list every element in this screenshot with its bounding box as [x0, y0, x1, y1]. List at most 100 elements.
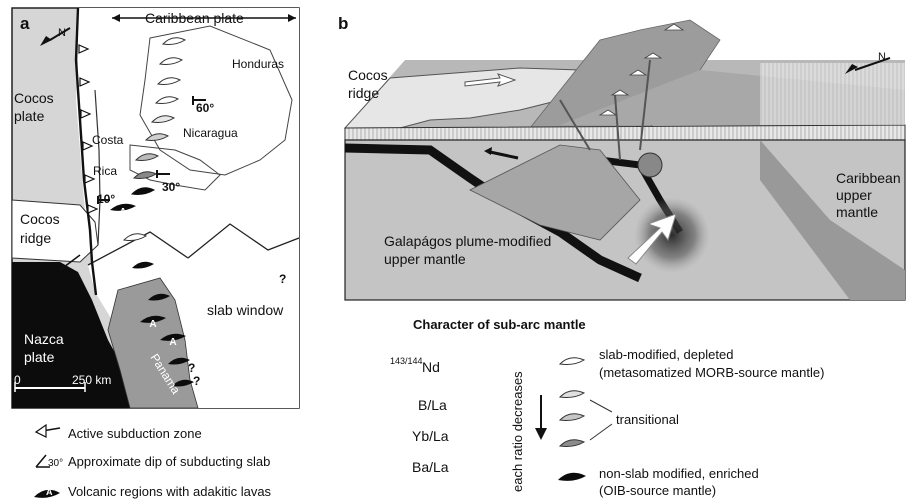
caribbean-wedge	[760, 140, 905, 300]
transitional-bracket	[589, 399, 613, 441]
active-subduction-symbol	[34, 423, 61, 438]
scale-bar	[14, 382, 86, 392]
b-la-label: B/La	[418, 397, 447, 413]
volcano-enriched	[148, 293, 170, 301]
magma-conduits	[559, 59, 651, 161]
panel-a-north-arrow: N	[40, 27, 71, 46]
depleted-label-2: (metasomatized MORB-source mantle)	[599, 365, 824, 380]
volcano-depleted	[161, 37, 187, 45]
panel-a-map: A A A N a Caribbean plate Honduras Nicar…	[11, 7, 300, 409]
mantle-swatches	[558, 357, 586, 481]
enriched-label-2: (OIB-source mantle)	[599, 483, 716, 498]
scale-zero: 0	[14, 373, 21, 387]
margin-line	[94, 89, 101, 246]
dip-60-label: 60°	[196, 101, 214, 115]
slab-window-label: slab window	[207, 302, 284, 318]
caribbean-mantle-3: mantle	[836, 204, 878, 220]
nd-label: Nd	[422, 359, 440, 375]
scale-km: 250 km	[72, 373, 111, 387]
mantle-legend: Character of sub-arc mantle 143/144 Nd B…	[390, 317, 824, 498]
north-label-b: N	[878, 51, 886, 63]
caribbean-mantle-2: upper	[836, 187, 872, 203]
adakite-symbol-legend: A	[34, 487, 60, 498]
question-mark: ?	[279, 272, 286, 286]
volcano-adakitic	[140, 315, 166, 323]
question-mark: ?	[193, 374, 200, 388]
volcano-depleted	[156, 77, 182, 85]
dip-symbol-30	[156, 170, 170, 178]
volcano-depleted	[154, 96, 180, 104]
dip-10-label: 10°	[97, 192, 115, 206]
costa-label: Costa	[92, 133, 124, 147]
caribbean-arrow	[112, 14, 296, 22]
panel-b-label: b	[338, 14, 348, 33]
plate-motion-arrow	[464, 73, 517, 87]
swatch-enriched	[558, 472, 586, 481]
slab-direction-arrow	[489, 150, 519, 160]
adakite-letter: A	[149, 319, 156, 330]
panel-b-block-diagram: N b Cocos ridge Caribbean upper mantle G…	[338, 14, 906, 301]
nd-superscript: 143/144	[390, 356, 423, 366]
yb-la-label: Yb/La	[412, 428, 449, 444]
honduras-label: Honduras	[232, 57, 284, 71]
cocos-ridge-label-2: ridge	[20, 230, 51, 246]
cocos-ridge-label-1: Cocos	[20, 211, 60, 227]
legend-dip-prefix: 30°	[48, 458, 63, 469]
galapagos-label-1: Galapágos plume-modified	[384, 233, 551, 249]
legend-dip-text: Approximate dip of subducting slab	[68, 454, 270, 469]
cocos-plate-label-1: Cocos	[14, 90, 54, 106]
dip-symbol-10	[97, 196, 110, 204]
legend-active-subduction: Active subduction zone	[68, 426, 202, 441]
swatch-depleted	[558, 357, 586, 365]
trench-tooth	[79, 77, 91, 87]
slab-window-region	[469, 144, 641, 241]
legend-adakite-letter: A	[46, 487, 53, 497]
honduras-coast	[139, 25, 293, 176]
nazca-label-2: plate	[24, 349, 55, 365]
volcano-transitional	[150, 115, 176, 123]
cocos-ridge-b-1: Cocos	[348, 67, 388, 83]
volcano-enriched	[132, 261, 154, 269]
dip-symbols	[97, 96, 206, 204]
caribbean-mantle-1: Caribbean	[836, 170, 901, 186]
nazca-label-1: Nazca	[24, 331, 64, 347]
rica-label: Rica	[93, 164, 117, 178]
trench-tooth	[87, 204, 99, 214]
mantle-legend-title: Character of sub-arc mantle	[413, 317, 586, 332]
question-mark: ?	[188, 361, 195, 375]
volcano-transitional	[134, 153, 160, 161]
cocos-plate-label-2: plate	[14, 108, 45, 124]
dip-symbol-60	[192, 96, 206, 105]
caribbean-plate-label: Caribbean plate	[145, 10, 244, 26]
slab-window-pointer	[59, 254, 81, 271]
trench-tooth	[84, 174, 96, 184]
swatch-transitional	[558, 439, 586, 447]
fracture-zone	[187, 223, 300, 259]
swatch-transitional	[558, 390, 586, 398]
panel-b-north-arrow: N	[845, 51, 891, 74]
transitional-label: transitional	[616, 412, 679, 427]
nicaragua-label: Nicaragua	[183, 126, 238, 140]
plume-arrow	[627, 213, 677, 265]
ba-la-label: Ba/La	[412, 459, 449, 475]
panel-b-volcanoes	[598, 23, 685, 116]
nazca-plate-area	[12, 262, 150, 408]
fracture-zone-2	[87, 231, 189, 266]
crust-right-layer	[760, 63, 905, 125]
swatch-transitional	[558, 413, 586, 421]
plume-head	[634, 197, 710, 273]
subduction-trench-line	[74, 7, 98, 296]
nicaragua-border	[129, 144, 221, 191]
trench-tooth	[78, 44, 90, 54]
depleted-label-1: slab-modified, depleted	[599, 347, 733, 362]
trench-tooth	[82, 141, 94, 151]
ratio-axis-label: each ratio decreases	[510, 371, 525, 492]
north-label-a: N	[58, 27, 66, 39]
legend-adakitic: Volcanic regions with adakitic lavas	[68, 484, 272, 499]
panama-landmass	[107, 277, 199, 409]
decrease-arrow	[535, 395, 547, 440]
dip-symbol-legend	[35, 454, 50, 468]
galapagos-label-2: upper mantle	[384, 251, 466, 267]
volcano-transitional	[144, 133, 170, 141]
